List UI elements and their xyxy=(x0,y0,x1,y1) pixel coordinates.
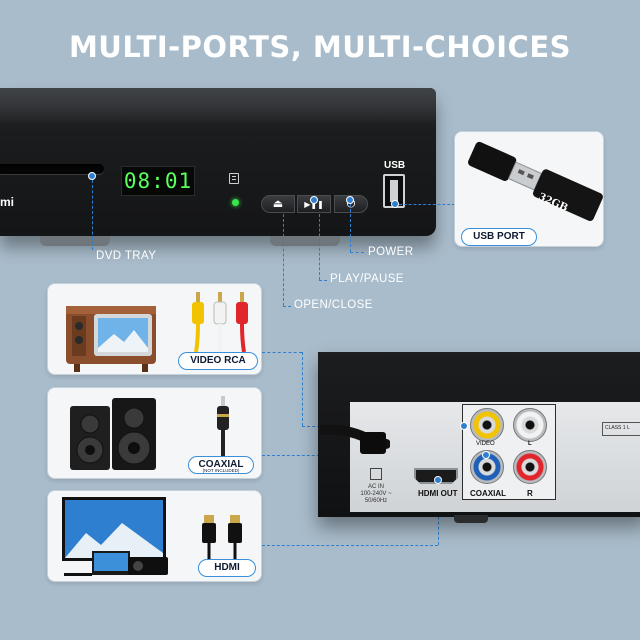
usb-port-pill: USB PORT xyxy=(461,228,537,246)
ac-in-box-icon xyxy=(370,468,382,480)
callout-line-play-h xyxy=(319,280,327,281)
callout-line-power-h xyxy=(350,252,364,253)
ir-sensor-icon xyxy=(229,173,239,184)
callout-dot-tray xyxy=(88,172,96,180)
speakers-image xyxy=(70,398,156,470)
usb-card: 32GB USB PORT xyxy=(454,131,604,247)
brand-logo-fragment: mi xyxy=(0,195,15,209)
label-ac-in-3: 50/60Hz xyxy=(364,498,388,504)
video-rca-card: VIDEO RCA xyxy=(47,283,262,375)
player-top-surface xyxy=(0,88,436,124)
retro-tv-image xyxy=(66,306,156,372)
label-video: VIDEO xyxy=(476,441,495,447)
line-rca-down xyxy=(302,352,303,426)
tv-projector-image xyxy=(62,497,168,576)
callout-dot-play xyxy=(310,196,318,204)
time-display: 08:01 xyxy=(121,166,195,196)
callout-dot-hdmi xyxy=(434,476,442,484)
video-jack-yellow xyxy=(470,408,504,442)
video-rca-pill: VIDEO RCA xyxy=(178,352,258,370)
label-left: L xyxy=(528,441,532,447)
callout-dot-coax xyxy=(482,451,490,459)
usb-port-label: USB xyxy=(384,160,406,171)
hdmi-cable-image xyxy=(202,515,242,575)
label-coaxial: COAXIAL xyxy=(470,489,506,498)
player-foot xyxy=(270,236,340,246)
callout-power: POWER xyxy=(368,246,414,258)
coaxial-pill: COAXIAL xyxy=(188,456,254,474)
rear-foot xyxy=(454,515,488,523)
eject-button: ⏏ xyxy=(261,195,295,213)
dvd-player-front xyxy=(0,88,436,236)
callout-line-open-h xyxy=(283,306,291,307)
label-ac-in-1: AC IN xyxy=(367,484,384,490)
callout-play-pause: PLAY/PAUSE xyxy=(330,273,404,285)
laser-class-label: CLASS 1 L xyxy=(602,422,640,436)
dvd-tray xyxy=(0,164,104,174)
usb-slot xyxy=(383,174,405,208)
power-led xyxy=(232,199,239,206)
audio-jack-red xyxy=(513,450,547,484)
power-cord-image xyxy=(320,424,390,454)
coaxial-jack-blue xyxy=(470,450,504,484)
coaxial-card: COAXIAL (NOT INCLUDED) xyxy=(47,387,262,479)
callout-line-usb xyxy=(399,204,455,205)
callout-line-open xyxy=(283,214,284,306)
hdmi-card: HDMI xyxy=(47,490,262,582)
callout-dvd-tray: DVD TRAY xyxy=(96,250,157,262)
callout-line-power xyxy=(350,204,351,252)
line-rca-to-panel xyxy=(262,352,302,353)
callout-dot-rca xyxy=(460,422,468,430)
callout-dot-power xyxy=(346,196,354,204)
hdmi-pill: HDMI xyxy=(198,559,256,577)
coaxial-cable-image xyxy=(217,396,229,456)
callout-line-tray xyxy=(92,180,93,250)
usb-drive-image: 32GB xyxy=(468,141,603,221)
callout-dot-usb xyxy=(391,200,399,208)
headline: MULTI-PORTS, MULTI-CHOICES xyxy=(68,30,572,64)
play-pause-button: ▶❚❚ xyxy=(297,195,331,213)
rca-cable-image xyxy=(192,292,248,353)
label-hdmi-out: HDMI OUT xyxy=(418,489,458,498)
label-right: R xyxy=(527,489,533,498)
play-pause-icon: ▶❚❚ xyxy=(304,200,324,209)
audio-jack-white xyxy=(513,408,547,442)
callout-open-close: OPEN/CLOSE xyxy=(294,299,373,311)
label-ac-in-2: 100-240V ~ xyxy=(360,491,392,497)
line-hdmi-to-panel xyxy=(262,545,438,546)
callout-line-play xyxy=(319,214,320,280)
coaxial-not-included-note: (NOT INCLUDED) xyxy=(202,468,240,473)
player-foot xyxy=(40,236,110,246)
eject-icon: ⏏ xyxy=(272,198,284,210)
